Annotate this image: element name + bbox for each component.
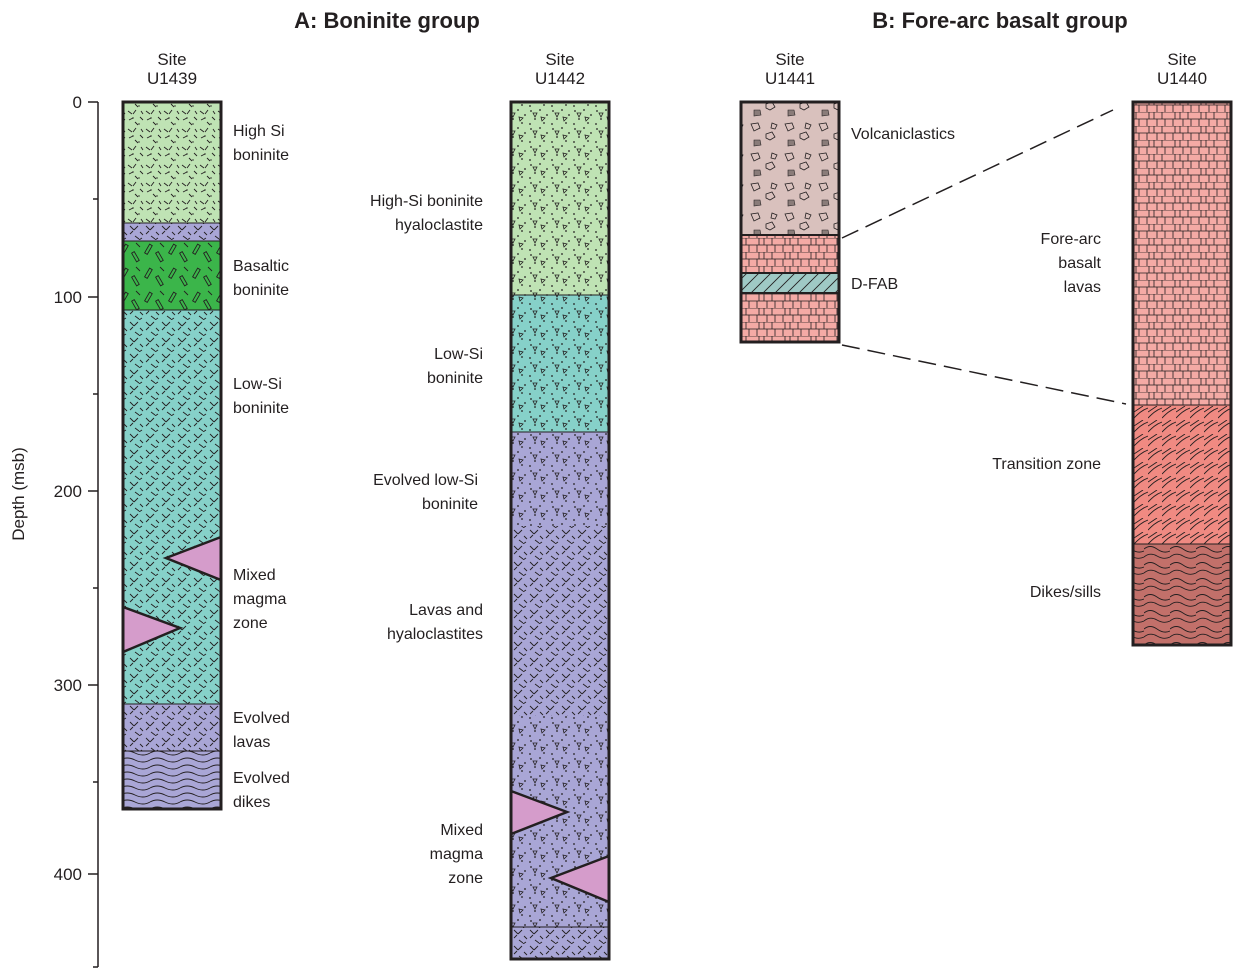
label-evolved-dikes-1: Evolved	[233, 770, 290, 787]
site-u1442-label-line2: U1442	[535, 69, 585, 88]
label-high-si-hyaloclastite-1: High-Si boninite	[370, 193, 483, 210]
label-mixed-magma-1: Mixed	[233, 567, 276, 584]
depth-axis-label: Depth (msb)	[9, 447, 28, 541]
tick-label-200: 200	[54, 482, 82, 501]
label-evolved-low-si-2: boninite	[422, 496, 478, 513]
labels-u1439: High Si boninite Basaltic boninite Low-S…	[233, 123, 290, 811]
correlation-lines	[841, 109, 1127, 405]
label-high-si-hyaloclastite-2: hyaloclastite	[395, 217, 483, 234]
label-fore-arc-basalt-2: basalt	[1058, 255, 1101, 272]
label-low-si-boninite-2: boninite	[233, 400, 289, 417]
site-u1441-label-line2: U1441	[765, 69, 815, 88]
label-dikes-sills: Dikes/sills	[1030, 584, 1101, 601]
label-volcaniclastics: Volcaniclastics	[851, 126, 955, 143]
label-lavas-hyaloclastites-1: Lavas and	[409, 602, 483, 619]
column-u1439	[121, 100, 223, 811]
labels-u1441: Volcaniclastics D-FAB	[851, 126, 955, 293]
label-evolved-low-si-1: Evolved low-Si	[373, 472, 478, 489]
label-basaltic-boninite-1: Basaltic	[233, 258, 289, 275]
tick-label-400: 400	[54, 865, 82, 884]
site-u1442-label-line1: Site	[545, 50, 574, 69]
site-u1440-label-line1: Site	[1167, 50, 1196, 69]
label-transition-zone: Transition zone	[992, 456, 1101, 473]
label-fore-arc-basalt-3: lavas	[1064, 279, 1101, 296]
label-mixed-magma-3: zone	[233, 615, 268, 632]
panel-a-title: A: Boninite group	[294, 8, 480, 33]
label-evolved-lavas-2: lavas	[233, 734, 270, 751]
labels-u1440: Fore-arc basalt lavas Transition zone Di…	[992, 231, 1101, 601]
site-u1439-label-line2: U1439	[147, 69, 197, 88]
label-low-si-boninite-u1442-2: boninite	[427, 370, 483, 387]
label-high-si-boninite-2: boninite	[233, 147, 289, 164]
tick-label-0: 0	[73, 93, 82, 112]
label-fore-arc-basalt-1: Fore-arc	[1041, 231, 1101, 248]
label-low-si-boninite-1: Low-Si	[233, 376, 282, 393]
label-low-si-boninite-u1442-1: Low-Si	[434, 346, 483, 363]
labels-u1442: High-Si boninite hyaloclastite Low-Si bo…	[370, 193, 483, 887]
column-u1441	[739, 100, 841, 344]
label-high-si-boninite-1: High Si	[233, 123, 285, 140]
label-mixed-magma-u1442-3: zone	[448, 870, 483, 887]
site-u1439-label-line1: Site	[157, 50, 186, 69]
tick-label-100: 100	[54, 288, 82, 307]
label-lavas-hyaloclastites-2: hyaloclastites	[387, 626, 483, 643]
label-basaltic-boninite-2: boninite	[233, 282, 289, 299]
label-evolved-dikes-2: dikes	[233, 794, 270, 811]
site-u1440-label-line2: U1440	[1157, 69, 1207, 88]
label-mixed-magma-u1442-1: Mixed	[440, 822, 483, 839]
label-mixed-magma-2: magma	[233, 591, 286, 608]
column-u1442	[509, 100, 611, 961]
site-u1441-label-line1: Site	[775, 50, 804, 69]
tick-label-300: 300	[54, 676, 82, 695]
panel-b-title: B: Fore-arc basalt group	[872, 8, 1127, 33]
label-mixed-magma-u1442-2: magma	[430, 846, 483, 863]
depth-axis: 0 100 200 300 400 Depth (msb)	[9, 93, 99, 968]
label-evolved-lavas-1: Evolved	[233, 710, 290, 727]
column-u1440	[1131, 100, 1233, 647]
label-d-fab: D-FAB	[851, 276, 898, 293]
